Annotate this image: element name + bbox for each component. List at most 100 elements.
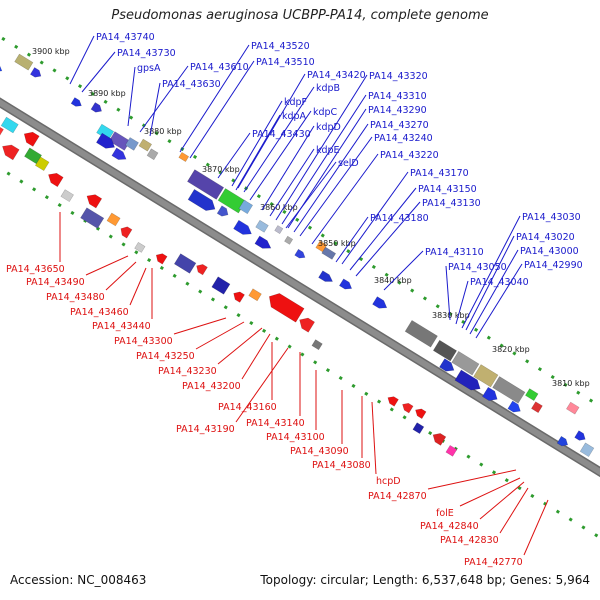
leader-line <box>293 123 369 233</box>
gene-feature-52 <box>48 173 64 188</box>
gene-feature-27 <box>318 270 333 282</box>
gene-feature-14 <box>187 169 225 200</box>
gene-feature-3 <box>0 60 3 72</box>
leader-line <box>231 100 283 187</box>
gene-feature-17 <box>187 189 216 211</box>
gene-feature-16 <box>238 199 254 215</box>
tick-label: 3850 kbp <box>318 239 356 248</box>
ruler-line-2 <box>0 166 600 540</box>
gene-feature-64 <box>248 288 262 302</box>
leader-line <box>81 51 116 93</box>
gene-label-top: PA14_43740 <box>96 32 155 43</box>
leader-line <box>217 132 251 179</box>
leader-line <box>85 255 129 276</box>
leader-line <box>445 265 451 321</box>
gene-feature-10 <box>146 148 159 161</box>
gene-feature-18 <box>216 205 229 217</box>
gene-feature-49 <box>2 144 20 161</box>
gene-feature-32 <box>451 351 480 376</box>
backbone-line <box>0 99 600 476</box>
gene-label-top: kdpE <box>316 145 340 156</box>
gene-label-bottom: PA14_42770 <box>464 557 523 568</box>
gene-feature-54 <box>86 194 103 209</box>
gene-features <box>0 53 595 458</box>
ruler-dots <box>0 35 600 540</box>
gene-feature-33 <box>473 364 499 388</box>
gene-feature-12 <box>111 147 127 160</box>
gene-label-top: PA14_43000 <box>520 246 579 257</box>
gene-feature-15 <box>217 188 247 214</box>
gene-label-top: PA14_43270 <box>370 120 429 131</box>
gene-label-top: kdpD <box>316 122 341 133</box>
leader-line <box>139 65 189 133</box>
leader-line <box>349 187 417 271</box>
gene-feature-5 <box>90 102 102 113</box>
gene-feature-37 <box>439 358 455 372</box>
leader-line <box>275 74 368 221</box>
gene-label-top: PA14_43240 <box>374 133 433 144</box>
gene-feature-62 <box>211 276 231 295</box>
gene-feature-7 <box>108 131 131 151</box>
leader-line <box>355 201 421 277</box>
gene-label-bottom: PA14_43490 <box>26 277 85 288</box>
leader-line <box>287 108 367 229</box>
leader-line <box>195 321 245 350</box>
leader-line <box>129 267 147 306</box>
leader-line <box>469 249 519 335</box>
leader-line <box>243 86 315 193</box>
gene-feature-26 <box>321 246 337 260</box>
leader-line <box>499 487 529 534</box>
gene-feature-23 <box>254 235 272 249</box>
gene-feature-45 <box>556 435 569 447</box>
gene-feature-43 <box>579 442 595 458</box>
leader-line <box>105 261 137 291</box>
gene-label-top: PA14_43130 <box>422 198 481 209</box>
gene-label-top: PA14_43020 <box>516 232 575 243</box>
leader-line <box>371 401 377 475</box>
leader-line <box>475 263 523 339</box>
gene-label-top: kdpA <box>282 111 307 122</box>
gene-feature-19 <box>233 219 252 235</box>
gene-label-top: PA14_43430 <box>252 129 311 140</box>
gene-feature-29 <box>372 296 388 309</box>
map-title: Pseudomonas aeruginosa UCBPP-PA14, compl… <box>111 8 489 23</box>
gene-feature-2 <box>30 67 42 78</box>
genome-backbone <box>0 97 600 478</box>
gene-label-top: PA14_43420 <box>307 70 366 81</box>
gene-feature-22 <box>284 235 294 245</box>
tick-label: 3900 kbp <box>32 47 70 56</box>
gene-label-bottom: folE <box>436 508 454 519</box>
gene-label-top: kdpB <box>316 83 340 94</box>
gene-label-top: PA14_43180 <box>370 213 429 224</box>
gene-feature-9 <box>138 138 152 152</box>
gene-feature-73 <box>445 444 458 457</box>
gene-feature-67 <box>311 339 323 351</box>
accession-text: Accession: NC_008463 <box>10 573 147 587</box>
gene-feature-60 <box>173 253 197 274</box>
gene-feature-55 <box>80 207 105 229</box>
leader-line <box>341 171 409 265</box>
gene-label-bottom: PA14_43440 <box>92 321 151 332</box>
gene-label-top: PA14_43110 <box>425 247 484 258</box>
gene-feature-61 <box>196 264 208 276</box>
leader-line <box>179 44 250 153</box>
gene-feature-59 <box>155 253 168 265</box>
gene-label-bottom: PA14_43300 <box>114 336 173 347</box>
gene-feature-24 <box>294 248 306 259</box>
leader-line <box>249 110 312 201</box>
gene-feature-70 <box>415 408 427 419</box>
tick-label: 3870 kbp <box>202 165 240 174</box>
gene-feature-56 <box>106 212 121 227</box>
gene-feature-31 <box>432 339 457 362</box>
gene-label-top: PA14_43510 <box>256 57 315 68</box>
leader-line <box>427 469 517 490</box>
gene-feature-30 <box>404 319 438 348</box>
gene-feature-20 <box>255 219 269 233</box>
gene-feature-63 <box>233 291 245 303</box>
gene-feature-39 <box>482 386 498 401</box>
gene-label-top: PA14_43170 <box>410 168 469 179</box>
gene-label-top: kdpF <box>284 97 307 108</box>
gene-label-bottom: PA14_43200 <box>182 381 241 392</box>
